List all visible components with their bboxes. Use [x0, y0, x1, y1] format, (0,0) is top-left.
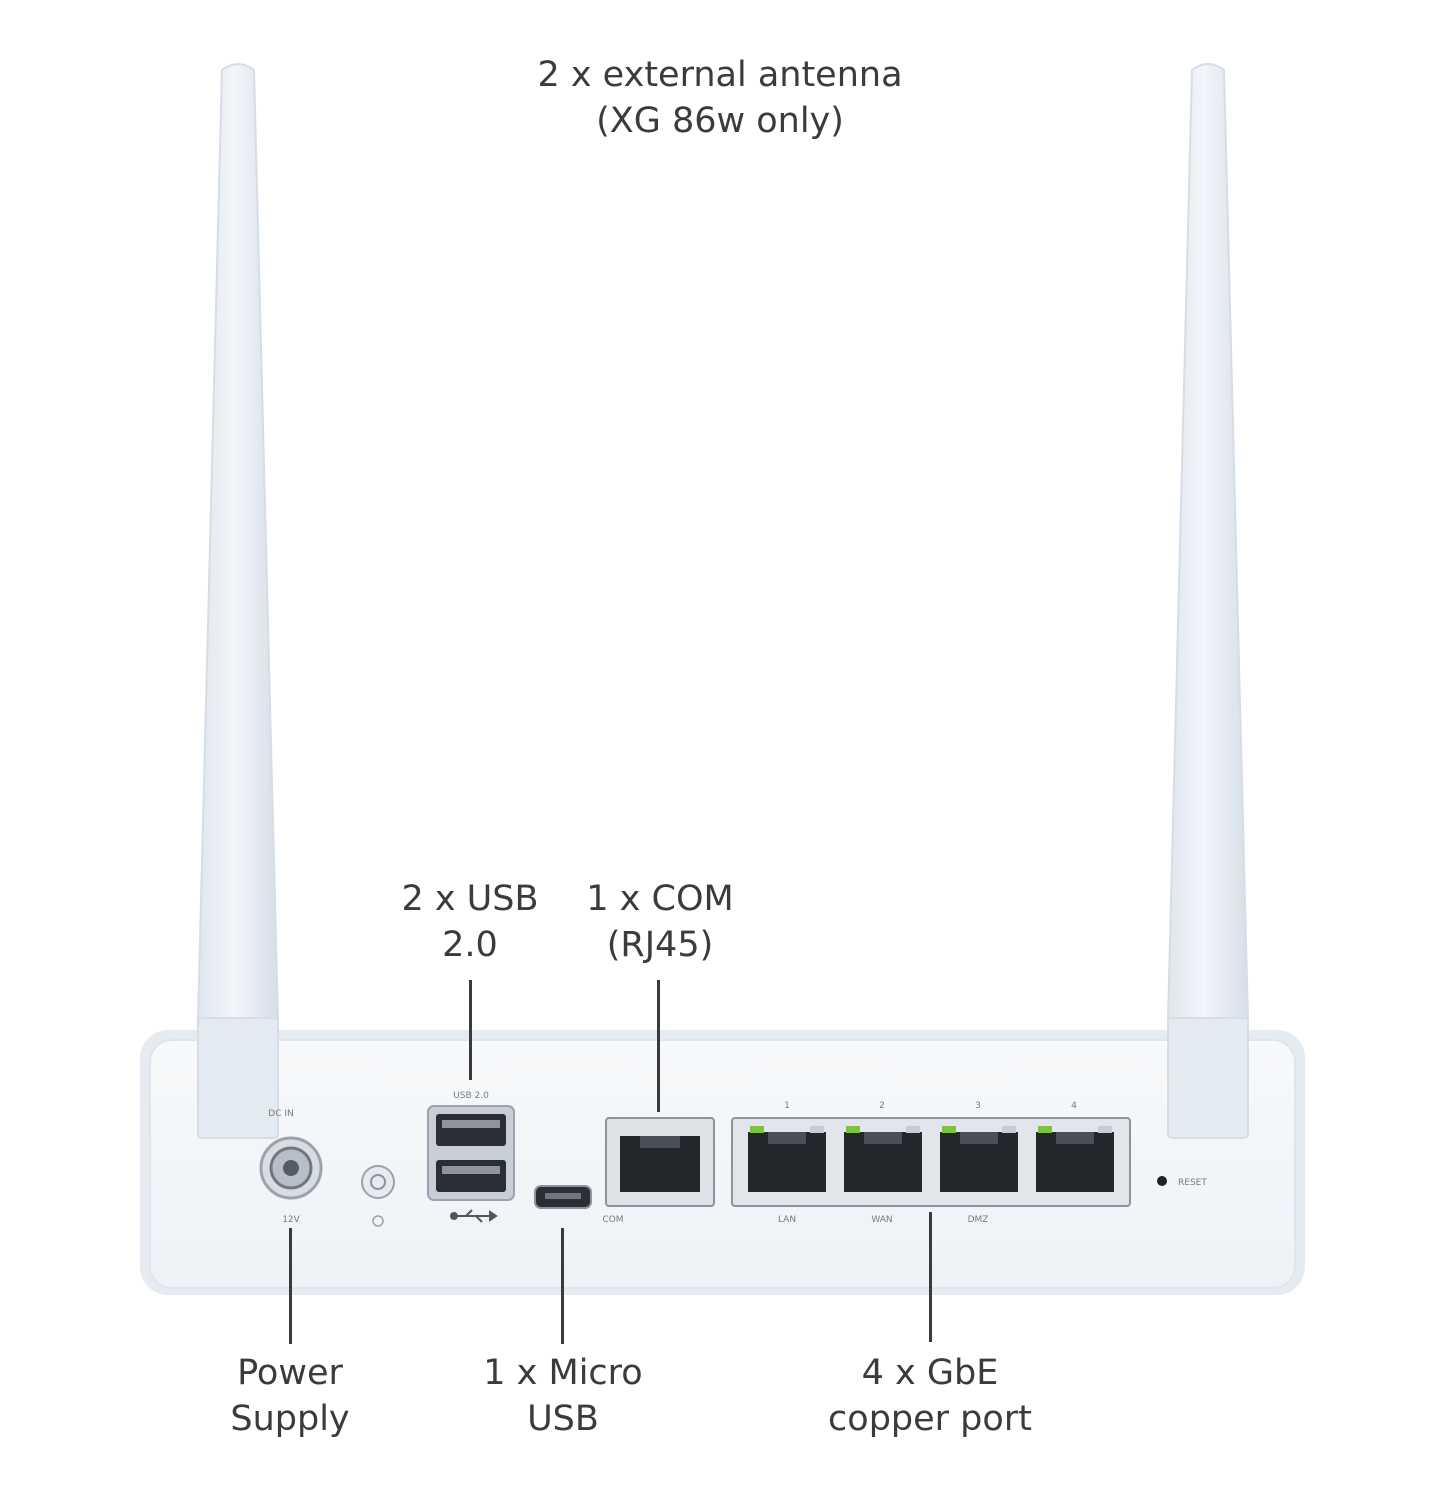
callout-usb: 2 x USB 2.0 — [370, 876, 570, 968]
callout-antenna-line1: 2 x external antenna — [537, 55, 903, 95]
callout-micro-usb-line1: 1 x Micro — [483, 1353, 643, 1393]
gbe-port-1 — [748, 1126, 826, 1192]
callout-gbe: 4 x GbE copper port — [800, 1350, 1060, 1442]
usb-icon — [450, 1209, 498, 1223]
callout-com-line1: 1 x COM — [586, 879, 734, 919]
callout-usb-line1: 2 x USB — [401, 879, 539, 919]
voltage-label: 12V — [282, 1215, 300, 1225]
port-led-icon — [750, 1126, 764, 1133]
callout-com-line2: (RJ45) — [606, 925, 714, 965]
gbe-port-2 — [844, 1126, 922, 1192]
dc-power-connector: DC IN 12V — [259, 1109, 323, 1225]
reset-button: RESET — [1157, 1176, 1207, 1188]
leader-com — [657, 980, 660, 1112]
port-number-3: 3 — [975, 1101, 981, 1111]
port-number-1: 1 — [784, 1101, 790, 1111]
usb-port-label: USB 2.0 — [453, 1091, 489, 1101]
callout-usb-line2: 2.0 — [442, 925, 498, 965]
power-icon — [372, 1215, 384, 1227]
right-antenna — [1166, 63, 1250, 1139]
port-number-4: 4 — [1071, 1101, 1077, 1111]
usb-ports: USB 2.0 — [427, 1091, 515, 1223]
callout-power-line2: Supply — [230, 1399, 350, 1439]
callout-com: 1 x COM (RJ45) — [560, 876, 760, 968]
leader-usb — [469, 980, 472, 1080]
callout-micro-usb: 1 x Micro USB — [453, 1350, 673, 1442]
port-led-icon — [1038, 1126, 1052, 1133]
callout-antenna-line2: (XG 86w only) — [596, 101, 844, 141]
leader-power — [289, 1228, 292, 1344]
port-name-lan: LAN — [778, 1215, 796, 1225]
dc-in-label: DC IN — [268, 1109, 293, 1119]
gbe-port-4 — [1036, 1126, 1114, 1192]
com-label: COM — [602, 1215, 623, 1225]
callout-gbe-line2: copper port — [828, 1399, 1032, 1439]
callout-micro-usb-line2: USB — [527, 1399, 599, 1439]
port-led-icon — [942, 1126, 956, 1133]
gbe-port-3 — [940, 1126, 1018, 1192]
callout-power-line1: Power — [237, 1353, 343, 1393]
leader-gbe — [929, 1212, 932, 1342]
com-rj45-port: COM — [602, 1117, 715, 1225]
left-antenna — [196, 63, 280, 1139]
port-number-2: 2 — [879, 1101, 885, 1111]
gbe-port-block: 1 2 3 4 LAN WAN DMZ — [731, 1101, 1131, 1225]
callout-power-supply: Power Supply — [190, 1350, 390, 1442]
leader-micro-usb — [561, 1228, 564, 1344]
micro-usb-port — [534, 1185, 592, 1209]
chassis — [140, 1030, 1305, 1295]
callout-antenna: 2 x external antenna (XG 86w only) — [470, 52, 970, 144]
callout-gbe-line1: 4 x GbE — [861, 1353, 999, 1393]
ground-icon — [361, 1165, 395, 1199]
port-name-dmz: DMZ — [968, 1215, 989, 1225]
port-name-wan: WAN — [871, 1215, 892, 1225]
reset-label: RESET — [1178, 1178, 1207, 1188]
port-led-icon — [846, 1126, 860, 1133]
